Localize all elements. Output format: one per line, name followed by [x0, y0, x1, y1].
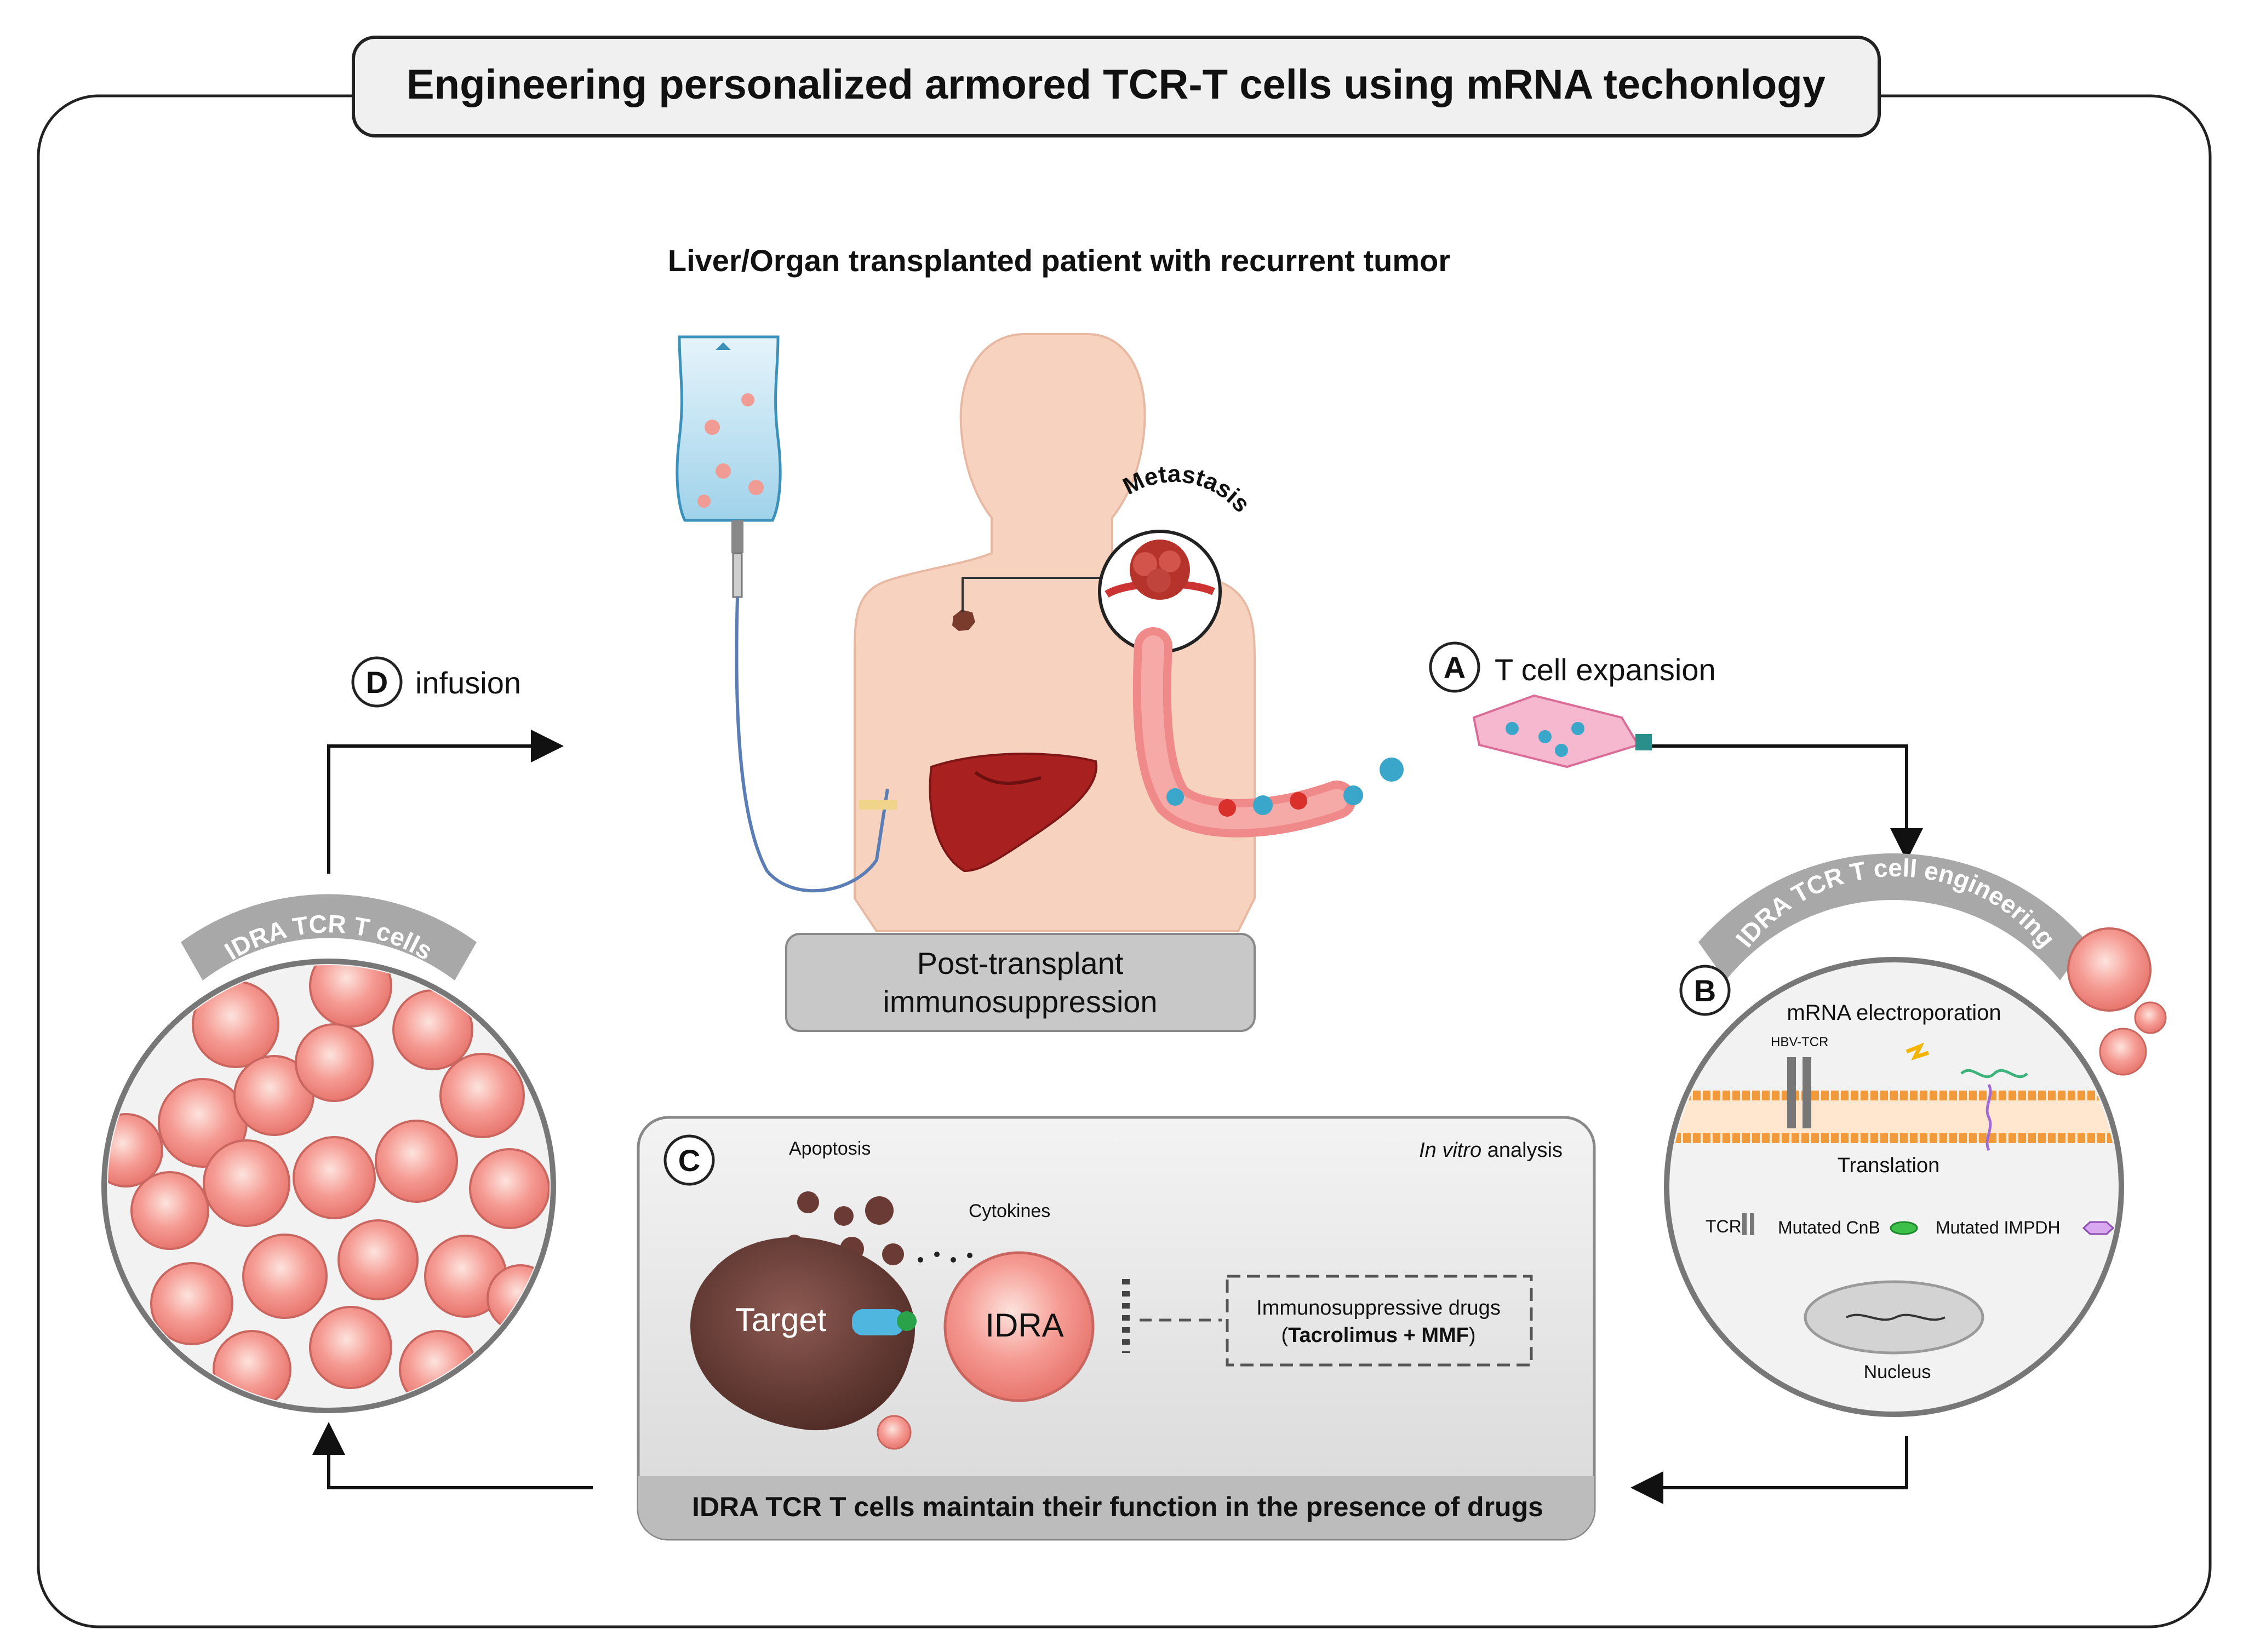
- cytokines-label: Cytokines: [969, 1201, 1050, 1221]
- mhc-connector: [852, 1309, 904, 1335]
- immunosuppression-box: Post-transplant immunosuppression: [785, 933, 1256, 1032]
- culture-flask: [1472, 694, 1652, 768]
- metastasis-spot: [952, 610, 975, 631]
- tcr-label: TCR: [1706, 1217, 1742, 1236]
- hbv-tcr-label: HBV-TCR: [1771, 1035, 1828, 1049]
- target-tumor: [690, 1237, 915, 1431]
- step-c-banner: [638, 1476, 1594, 1539]
- step-a-label: T cell expansion: [1495, 652, 1716, 687]
- membrane: [1671, 1091, 2117, 1143]
- idra-label: IDRA: [985, 1307, 1063, 1344]
- electroporation-label: mRNA electroporation: [1787, 1001, 2001, 1025]
- step-d-badge: [351, 656, 403, 708]
- immuno-line1: Post-transplant: [917, 946, 1124, 980]
- drugs-line2: (Tacrolimus + MMF): [1281, 1324, 1475, 1347]
- dna-icon: [1846, 1313, 1946, 1321]
- step-b: IDRA TCR T cell engineering B mRNA elect…: [1664, 853, 2167, 1417]
- title-box: Engineering personalized armored TCR-T c…: [352, 36, 1881, 137]
- lightning-icon: [1906, 1042, 1930, 1060]
- arrow-b-to-c: [1630, 1436, 1908, 1504]
- arrow-c-to-d: [312, 1422, 593, 1489]
- metastasis-inset: [1098, 530, 1222, 653]
- patient-heading: Liver/Organ transplanted patient with re…: [668, 243, 1450, 278]
- step-c-letter: C: [678, 1143, 700, 1178]
- arrow-a-to-b: [1652, 744, 1923, 861]
- figure-title: Engineering personalized armored TCR-T c…: [407, 61, 1826, 108]
- impdh-label: Mutated IMPDH: [1936, 1218, 2061, 1237]
- drugs-box: [1226, 1275, 1533, 1367]
- step-d: D infusion IDRA TCR T cells: [101, 656, 556, 1413]
- apoptosis-label: Apoptosis: [789, 1138, 871, 1159]
- iv-tape: [859, 800, 897, 810]
- translation-label: Translation: [1838, 1154, 1940, 1177]
- blood-vessel: [1132, 627, 1404, 838]
- iv-bag: [676, 335, 897, 893]
- step-c-banner-text: IDRA TCR T cells maintain their function…: [692, 1492, 1543, 1522]
- step-c-badge: [663, 1134, 715, 1186]
- tcr-icon: [1742, 1213, 1754, 1235]
- tcr-receptor: [1787, 1057, 1811, 1128]
- step-b-badge: [1679, 965, 1731, 1016]
- liver: [929, 753, 1097, 873]
- cnb-icon: [1890, 1221, 1918, 1235]
- step-b-arc-band: [1698, 853, 2087, 980]
- nucleus-label: Nucleus: [1864, 1362, 1931, 1383]
- step-d-letter: D: [366, 665, 388, 699]
- step-a: A T cell expansion: [1429, 641, 1716, 768]
- immuno-line2: immunosuppression: [883, 984, 1157, 1019]
- arrow-d-to-patient: [327, 730, 564, 874]
- step-a-letter: A: [1444, 650, 1466, 685]
- step-b-arc-label: IDRA TCR T cell engineering: [1730, 853, 2061, 953]
- step-d-arc-band: [181, 894, 477, 980]
- impdh-icon: [2082, 1221, 2115, 1235]
- step-c: C In vitro analysis Apoptosis Cytokines …: [637, 1116, 1596, 1541]
- idra-cell: [943, 1251, 1095, 1402]
- step-a-badge: [1429, 641, 1480, 693]
- in-vitro-label: In vitro analysis: [1419, 1139, 1563, 1162]
- mrna-strand: [1960, 1069, 2028, 1079]
- target-label: Target: [735, 1301, 827, 1338]
- step-b-letter: B: [1694, 973, 1716, 1008]
- metastasis-label: Metastasis: [1119, 461, 1255, 518]
- cnb-label: Mutated CnB: [1778, 1218, 1880, 1237]
- step-d-label: infusion: [415, 666, 521, 700]
- drugs-line1: Immunosuppressive drugs: [1256, 1297, 1501, 1320]
